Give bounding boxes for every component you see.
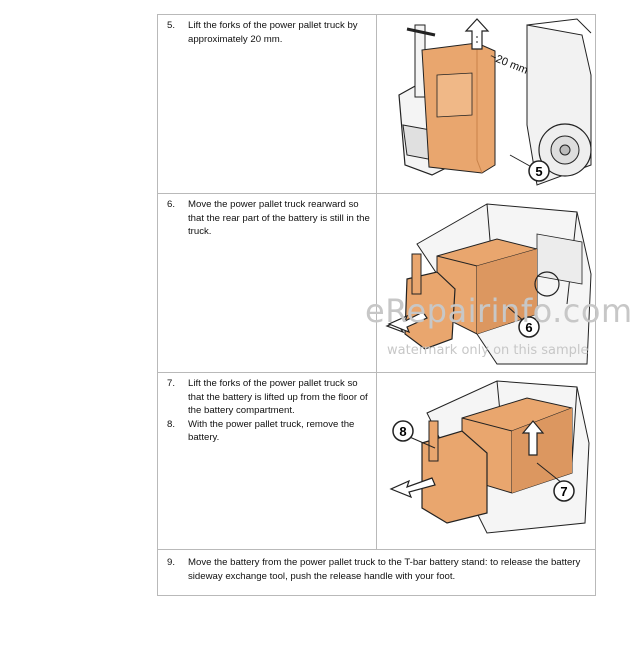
figure-cell-3: 8 7 xyxy=(376,372,596,550)
watermark-subtitle: watermark only on this sample xyxy=(387,343,589,358)
figure-lift-forks: ~20 mm 5 xyxy=(398,18,592,186)
step-number: 8. xyxy=(167,418,176,430)
watermark: eRepairinfo.com xyxy=(365,292,631,330)
step-5: 5. Lift the forks of the power pallet tr… xyxy=(158,15,376,46)
callout-label: 8 xyxy=(399,424,406,439)
instructions-table: 5. Lift the forks of the power pallet tr… xyxy=(157,14,596,596)
step-text: Move the power pallet truck rearward so … xyxy=(188,199,370,237)
step-text-cell: 5. Lift the forks of the power pallet tr… xyxy=(157,14,377,194)
step-text: Lift the forks of the power pallet truck… xyxy=(188,378,368,416)
step-number: 6. xyxy=(167,199,176,210)
arrow-up-icon xyxy=(521,420,545,456)
step-row-7-8: 7. Lift the forks of the power pallet tr… xyxy=(157,372,596,550)
callout-6 xyxy=(518,316,540,338)
callout-label: 7 xyxy=(560,484,567,499)
step-text: Move the battery from the power pallet t… xyxy=(188,557,581,582)
callout-5 xyxy=(528,160,550,182)
callout-label: 5 xyxy=(535,164,542,179)
step-6: 6. Move the power pallet truck rearward … xyxy=(158,194,376,239)
step-7: 7. Lift the forks of the power pallet tr… xyxy=(158,373,376,418)
step-row-6: 6. Move the power pallet truck rearward … xyxy=(157,193,596,373)
step-text-cell: 7. Lift the forks of the power pallet tr… xyxy=(157,372,377,550)
tiller-handle xyxy=(411,253,422,295)
arrow-up-icon xyxy=(464,18,490,50)
step-number: 5. xyxy=(167,20,176,31)
step-text: With the power pallet truck, remove the … xyxy=(188,418,355,444)
step-9: 9. Move the battery from the power palle… xyxy=(158,550,595,583)
figure-remove-battery: 8 7 xyxy=(389,380,590,534)
tiller-handle xyxy=(428,420,439,462)
detail-circle xyxy=(534,271,560,297)
step-text: Lift the forks of the power pallet truck… xyxy=(188,20,358,45)
callout-label: 6 xyxy=(525,320,532,335)
step-text-cell-full: 9. Move the battery from the power palle… xyxy=(157,549,596,596)
callout-8 xyxy=(392,420,414,442)
step-number: 7. xyxy=(167,378,176,389)
arrow-left-icon xyxy=(389,477,436,499)
step-text-cell: 6. Move the power pallet truck rearward … xyxy=(157,193,377,373)
step-number: 9. xyxy=(167,557,176,568)
step-8: 8. With the power pallet truck, remove t… xyxy=(158,418,376,445)
figure-cell-1: ~20 mm 5 xyxy=(376,14,596,194)
figure-cell-2: 6 xyxy=(376,193,596,373)
step-row-5: 5. Lift the forks of the power pallet tr… xyxy=(157,14,596,194)
step-row-9: 9. Move the battery from the power palle… xyxy=(157,549,596,596)
callout-7 xyxy=(553,480,575,502)
figure-move-rearward: 6 xyxy=(385,203,592,365)
